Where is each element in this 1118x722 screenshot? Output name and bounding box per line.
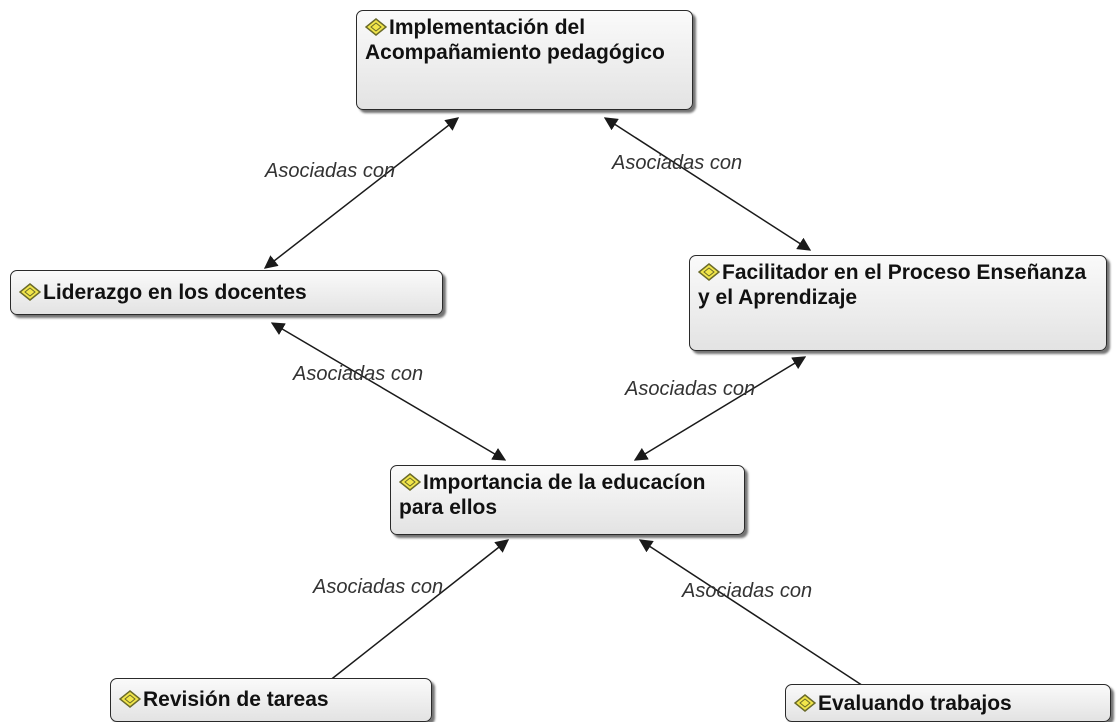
concept-liderazgo[interactable]: Liderazgo en los docentes bbox=[10, 270, 443, 315]
concept-label: Facilitador en el Proceso Enseñanza y el… bbox=[698, 261, 1087, 309]
connector-implementacion-facilitador bbox=[603, 117, 812, 251]
link-label-importancia-revision[interactable]: Asociadas con bbox=[313, 576, 444, 598]
concept-evaluando[interactable]: Evaluando trabajos bbox=[785, 684, 1111, 722]
concept-diamond-icon bbox=[793, 694, 817, 712]
link-label-implementacion-liderazgo[interactable]: Asociadas con bbox=[265, 160, 396, 182]
concept-diamond-icon bbox=[18, 283, 42, 301]
concept-diamond-icon bbox=[398, 473, 422, 491]
concept-label: Implementación del Acompañamiento pedagó… bbox=[365, 16, 665, 64]
concept-diamond-icon bbox=[364, 18, 388, 36]
concept-label: Liderazgo en los docentes bbox=[43, 281, 307, 304]
link-label-implementacion-facilitador[interactable]: Asociadas con bbox=[612, 152, 743, 174]
concept-label: Evaluando trabajos bbox=[818, 692, 1012, 715]
concept-diamond-icon bbox=[697, 263, 721, 281]
concept-facilitador[interactable]: Facilitador en el Proceso Enseñanza y el… bbox=[689, 255, 1107, 351]
link-label-importancia-evaluando[interactable]: Asociadas con bbox=[682, 580, 813, 602]
concept-revision[interactable]: Revisión de tareas bbox=[110, 678, 432, 722]
link-label-liderazgo-importancia[interactable]: Asociadas con bbox=[293, 363, 424, 385]
concept-label: Importancia de la educacíon para ellos bbox=[399, 471, 706, 519]
connector-facilitador-importancia bbox=[633, 356, 807, 461]
concept-importancia[interactable]: Importancia de la educacíon para ellos bbox=[390, 465, 745, 535]
connector-importancia-evaluando bbox=[638, 539, 902, 711]
connector-liderazgo-importancia bbox=[270, 322, 507, 461]
connector-importancia-revision bbox=[303, 539, 510, 701]
concept-label: Revisión de tareas bbox=[143, 688, 329, 711]
concept-diamond-icon bbox=[118, 690, 142, 708]
connector-implementacion-liderazgo bbox=[263, 117, 460, 269]
link-label-facilitador-importancia[interactable]: Asociadas con bbox=[625, 378, 756, 400]
concept-implementacion[interactable]: Implementación del Acompañamiento pedagó… bbox=[356, 10, 693, 110]
